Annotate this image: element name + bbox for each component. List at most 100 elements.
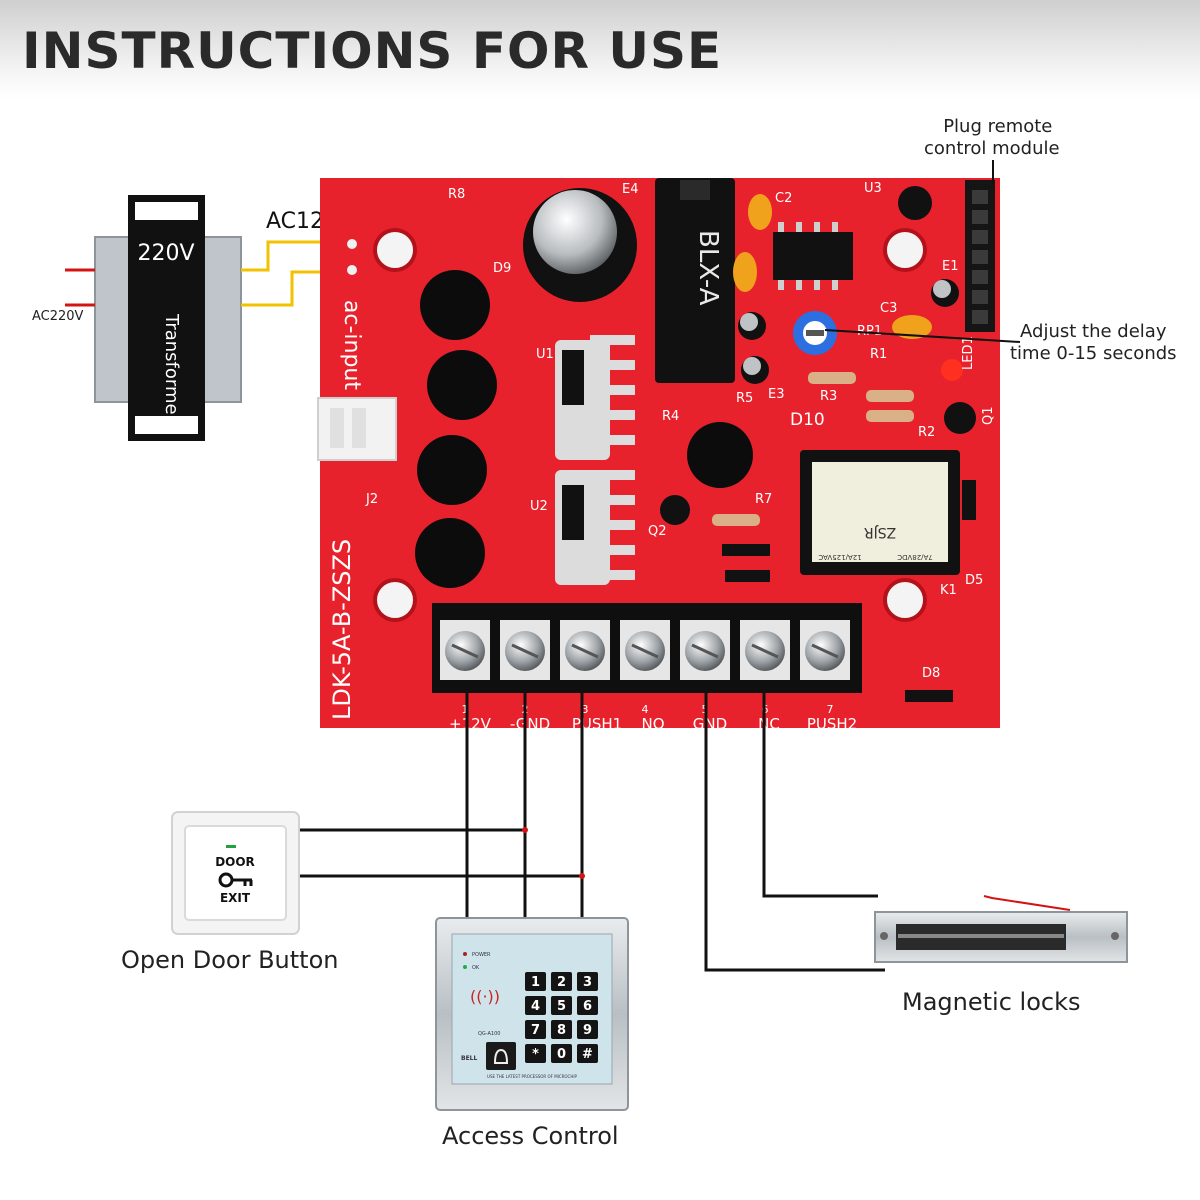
access-control-keypad: POWER OK ((·)) QG-A100 BELL USE THE LATE… (435, 917, 629, 1111)
label-d9: D9 (493, 261, 511, 276)
regulator-u2 (562, 485, 584, 540)
label-d5: D5 (965, 573, 983, 588)
delay-line-2: time 0-15 seconds (1010, 343, 1177, 364)
label-q2: Q2 (648, 524, 667, 539)
diode-d5 (962, 480, 976, 520)
label-r2: R2 (918, 425, 935, 440)
delay-line-1: Adjust the delay (1020, 321, 1167, 342)
magnetic-lock (874, 895, 1128, 963)
wiring (300, 690, 885, 972)
label-r3: R3 (820, 389, 837, 404)
label-r5: R5 (736, 391, 753, 406)
junction-dot (522, 827, 528, 833)
ok-indicator: OK (472, 965, 480, 971)
keypad-footer: USE THE LATEST PROCESSOR OF MICROCHIP (487, 1074, 577, 1079)
page-title: INSTRUCTIONS FOR USE (22, 22, 723, 80)
transformer-voltage: 220V (137, 241, 194, 266)
keypad-key (577, 996, 598, 1015)
terminal-label-gnd2: GND (693, 715, 727, 733)
keypad-model: QG-A100 (478, 1031, 500, 1037)
terminal-num-7: 7 (827, 703, 834, 716)
label-d8: D8 (922, 666, 940, 681)
rfid-icon: ((·)) (470, 987, 500, 1006)
delay-annotation: Adjust the delay time 0-15 seconds (1010, 321, 1177, 365)
resistors (712, 372, 914, 526)
rectifier-diodes (415, 270, 753, 588)
label-e1: E1 (942, 259, 959, 274)
terminal-num-1: 1 (462, 703, 469, 716)
keypad-key (551, 1020, 572, 1039)
ic-chip (773, 232, 853, 280)
keypad-key (525, 972, 546, 991)
remote-module-line-1: Plug remote (943, 116, 1053, 137)
keypad-key-label: 2 (557, 975, 566, 990)
junction-dot (579, 873, 585, 879)
ac-input-silk: ac-input (339, 300, 364, 390)
bell-button (486, 1042, 516, 1070)
relay-brand: ZSJR (864, 524, 897, 540)
diode-d10 (722, 544, 770, 556)
bell-icon (493, 1048, 509, 1064)
label-u3: U3 (864, 181, 882, 196)
keypad-key-label: 8 (557, 1023, 566, 1038)
terminal-screws (440, 620, 850, 680)
pcb-board: ac-input LDK-5A-B-ZSZS BLX-A (317, 178, 1000, 733)
keypad-key (577, 1020, 598, 1039)
keypad-key-label: * (532, 1047, 539, 1062)
mount-hole (373, 228, 417, 272)
label-r8: R8 (448, 187, 465, 202)
label-r7: R7 (755, 492, 772, 507)
terminal-label-12v: +12V (449, 715, 492, 733)
diode-d6 (725, 570, 770, 582)
keypad-caption: Access Control (442, 1122, 619, 1150)
label-u1: U1 (536, 347, 554, 362)
remote-module-line-2: control module (924, 138, 1060, 159)
keypad-key-label: 6 (583, 999, 592, 1014)
label-e3: E3 (768, 387, 785, 402)
keypad-key (551, 1044, 572, 1063)
label-c3: C3 (880, 301, 897, 316)
terminal-label-nc: NC (758, 715, 780, 733)
label-k1: K1 (940, 583, 957, 598)
keypad-key (551, 996, 572, 1015)
exit-button-caption: Open Door Button (121, 946, 339, 974)
bell-label: BELL (461, 1055, 477, 1062)
keypad-key-label: 4 (531, 999, 540, 1014)
keypad-key (525, 996, 546, 1015)
mount-hole (883, 228, 927, 272)
keypad-key-label: 9 (583, 1023, 592, 1038)
terminal-label-push2: PUSH2 (807, 715, 857, 733)
terminal-num-4: 4 (642, 703, 649, 716)
transistor-u3 (898, 186, 932, 220)
label-r1: R1 (870, 347, 887, 362)
transformer: 220V Transformer AC220V (32, 195, 242, 441)
keypad-key-label: 7 (531, 1023, 540, 1038)
remote-module-annotation: Plug remote control module (924, 116, 1060, 160)
keypad-key (551, 972, 572, 991)
terminal-label-no: NO (641, 715, 664, 733)
keypad-key-label: 0 (557, 1047, 566, 1062)
exit-button-bottom-text: EXIT (220, 891, 251, 905)
relay-blx (655, 178, 735, 383)
diode-d8 (905, 690, 953, 702)
keypad-key-label: 3 (583, 975, 592, 990)
transformer-winding (128, 195, 205, 441)
maglock-caption: Magnetic locks (902, 988, 1081, 1016)
terminal-num-3: 3 (582, 703, 589, 716)
relay-rating-1: 12A/125VAC (818, 553, 861, 561)
power-led-icon (226, 845, 236, 848)
keypad-key-label: # (582, 1047, 593, 1062)
capacitor-c1 (733, 252, 757, 292)
label-r4: R4 (662, 409, 679, 424)
led-1 (941, 359, 963, 381)
keypad-key-label: 5 (557, 999, 566, 1014)
label-e4: E4 (622, 182, 639, 197)
label-q1: Q1 (981, 406, 996, 425)
regulator-u1 (562, 350, 584, 405)
keypad-key (525, 1044, 546, 1063)
label-c2: C2 (775, 191, 792, 206)
relay-blx-text: BLX-A (693, 230, 723, 306)
component-labels: R8 E4 C2 U3 E1 D9 C3 RP1 R1 LED1 U1 R5 E… (365, 181, 996, 681)
capacitor-c2 (748, 194, 772, 230)
